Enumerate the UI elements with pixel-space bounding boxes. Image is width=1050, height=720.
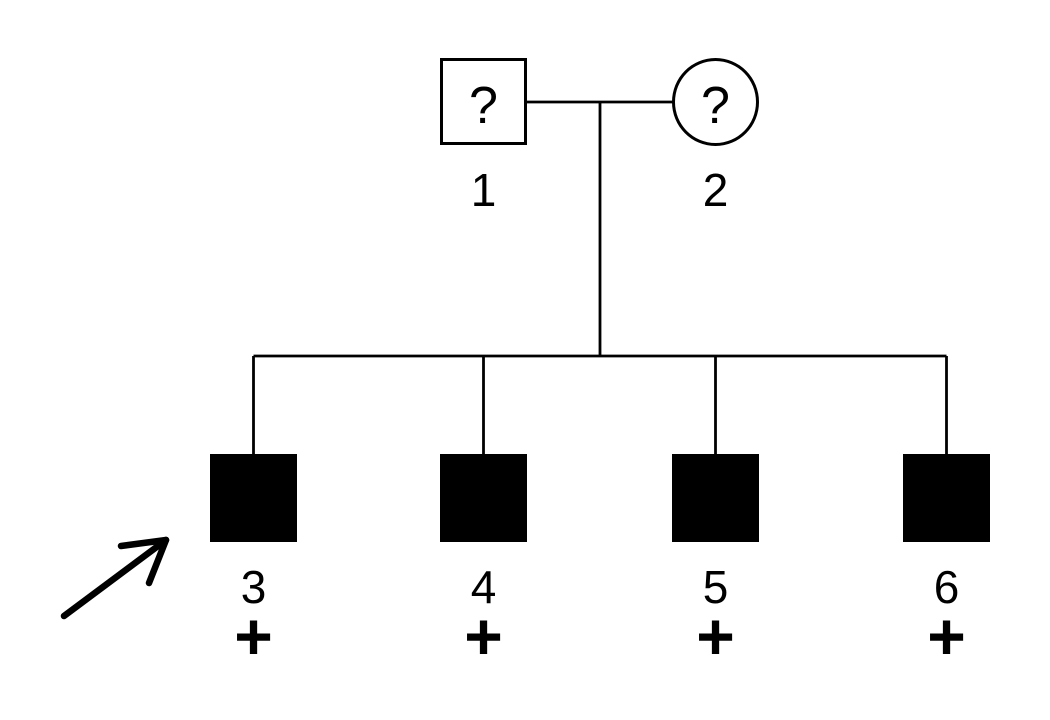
person-4-label: 4 [470,561,497,613]
person-6-label: 6 [933,561,960,613]
proband-arrow-head [117,536,170,587]
proband-arrow-shaft [60,536,170,620]
person-3-label: 3 [240,561,267,613]
person-6-affected-male-symbol [903,454,990,542]
person-2-female-symbol: ? [672,58,759,146]
person-3-plus-marker: + [234,599,273,673]
person-5-label: 5 [702,561,729,613]
person-1-male-symbol: ? [440,58,527,145]
person-1-label: 1 [470,164,497,216]
person-1-unknown-status-text: ? [469,76,498,135]
person-2-label: 2 [702,164,729,216]
person-4-affected-male-symbol [440,454,527,542]
person-3-affected-male-symbol [210,454,297,542]
person-6-plus-marker: + [927,599,966,673]
proband-arrow-icon [60,536,170,620]
person-4-plus-marker: + [464,599,503,673]
person-5-affected-male-symbol [672,454,759,542]
person-2-unknown-status-text: ? [701,77,730,135]
person-5-plus-marker: + [696,599,735,673]
